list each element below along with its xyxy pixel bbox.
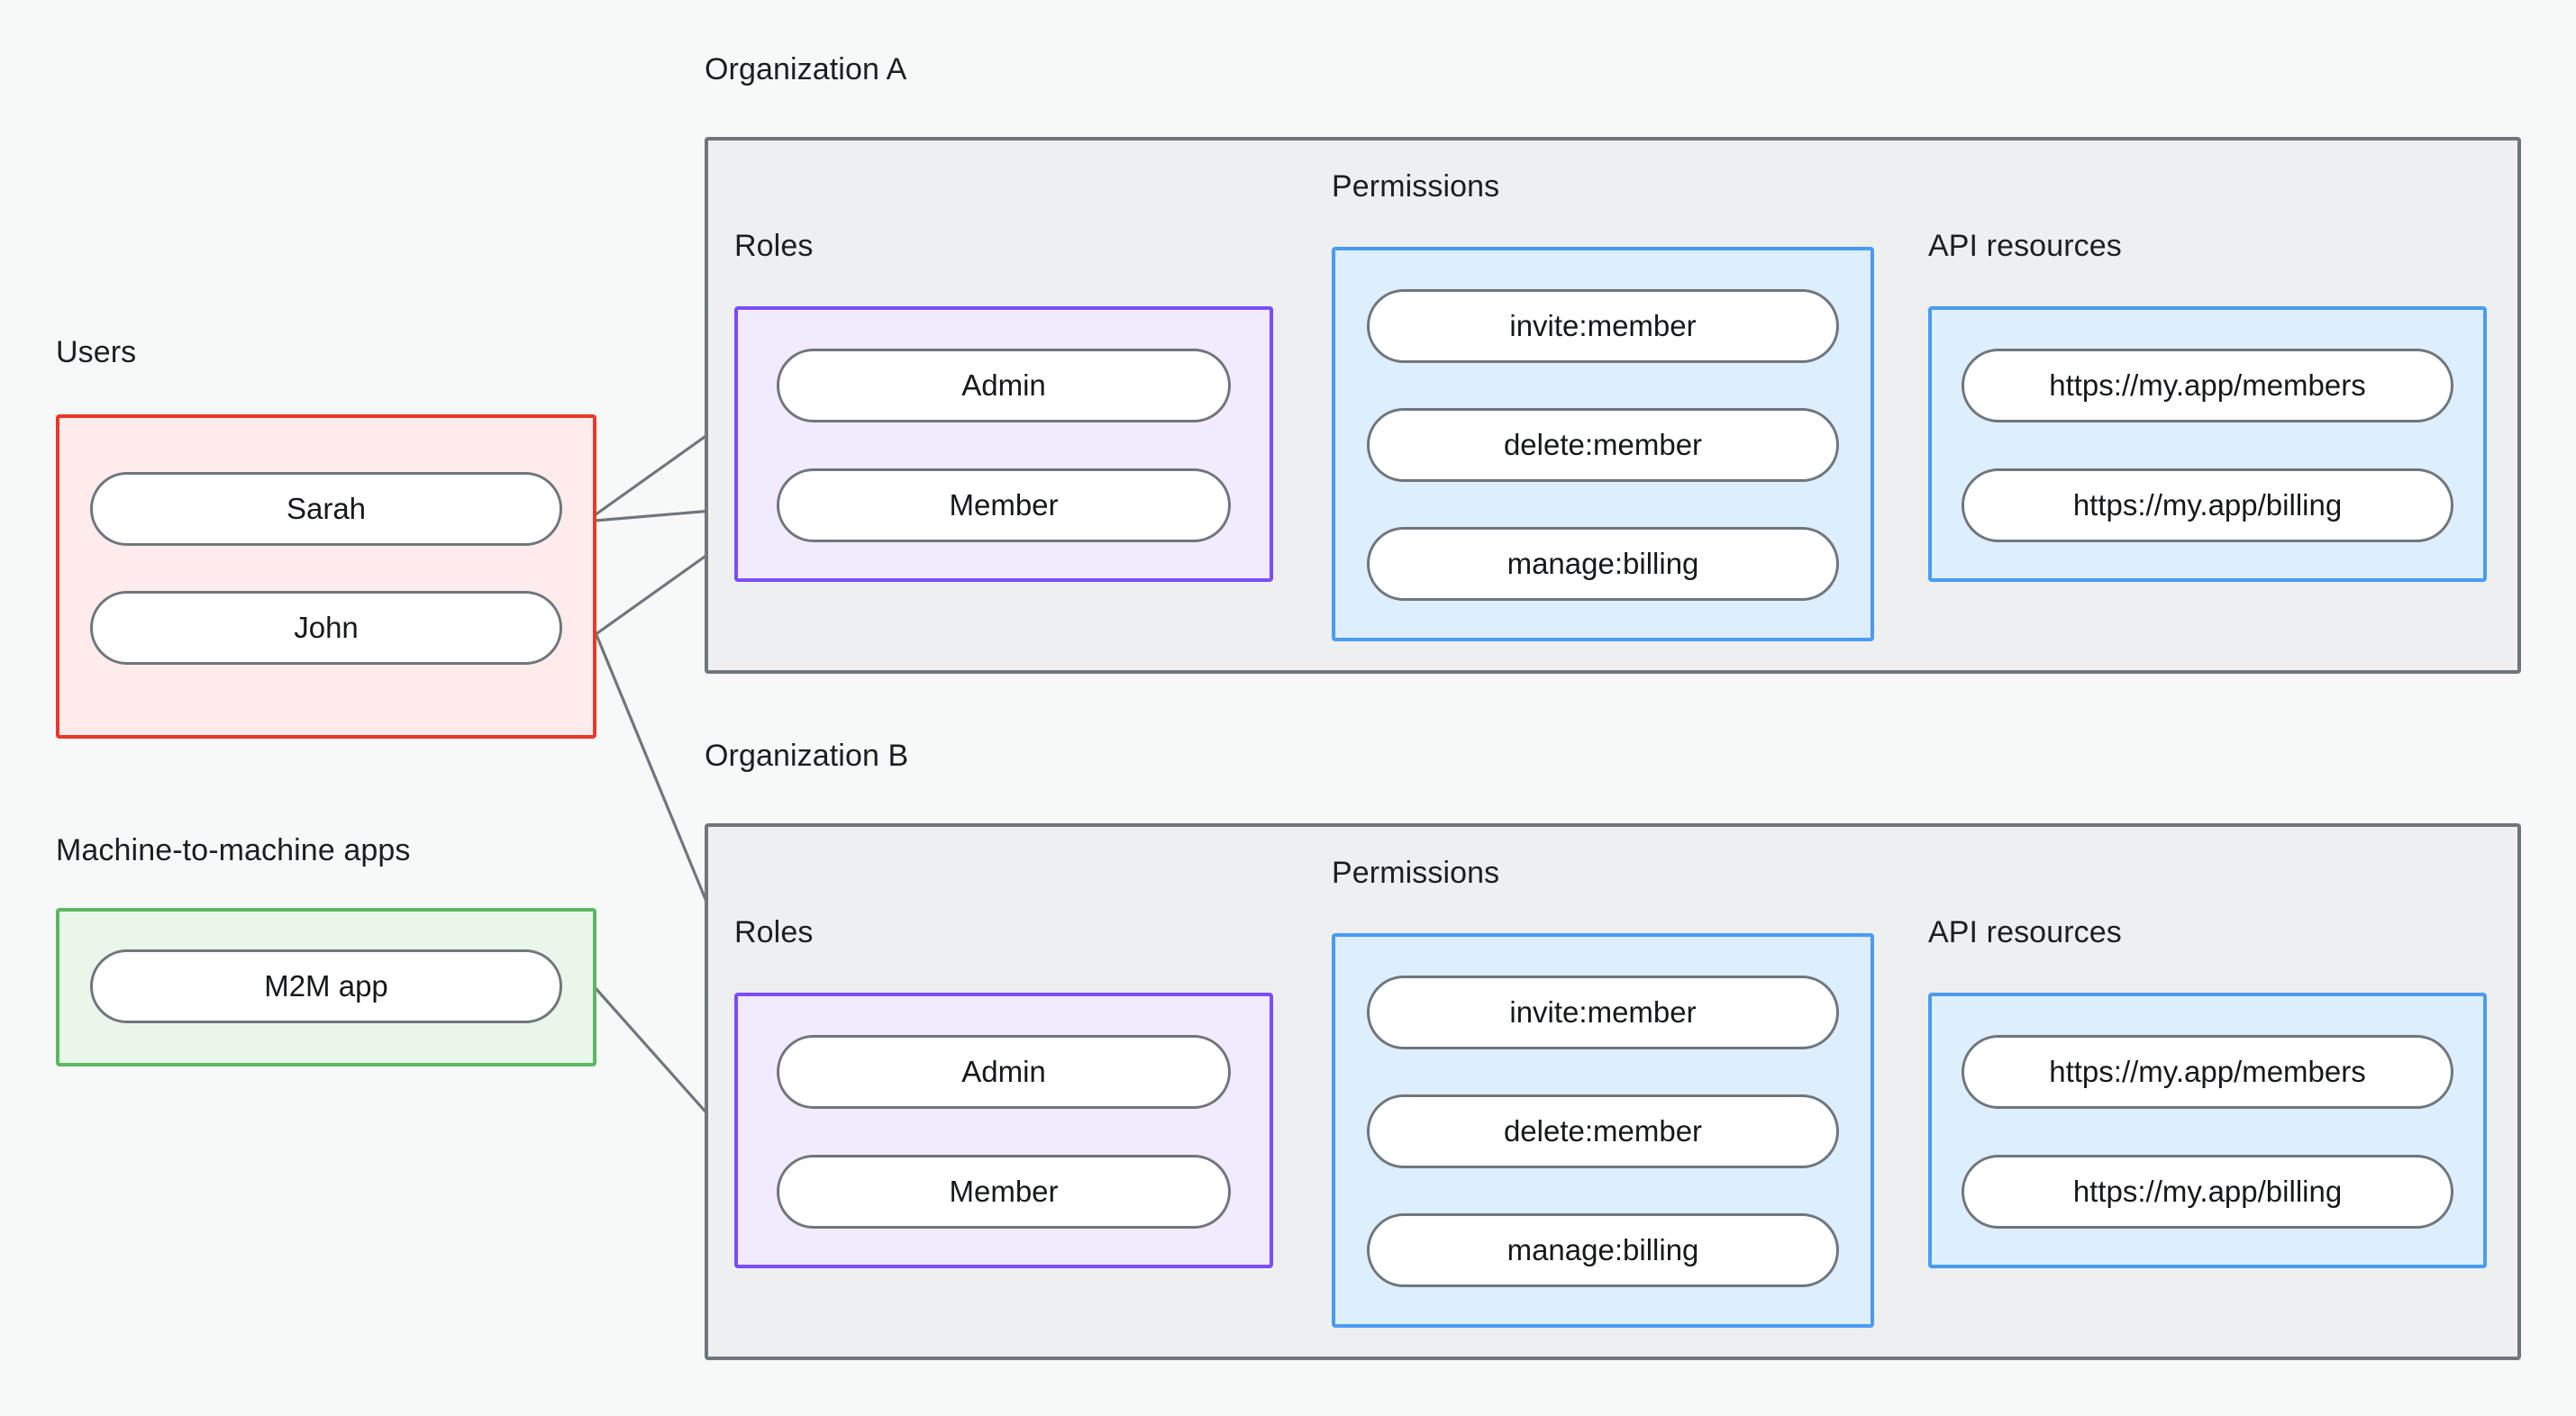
org-b-permission-invite-member[interactable]: invite:member [1367,976,1839,1049]
org-b-label: Organization B [705,739,909,773]
org-a-api-resource-members[interactable]: https://my.app/members [1962,349,2453,422]
m2m-group-label: Machine-to-machine apps [56,833,411,867]
org-b-role-member[interactable]: Member [777,1155,1231,1229]
org-a-permissions-label: Permissions [1332,169,1500,204]
org-a-role-member[interactable]: Member [777,468,1231,542]
users-group-label: Users [56,335,137,369]
org-b-permissions-label: Permissions [1332,856,1500,890]
org-a-permission-delete-member[interactable]: delete:member [1367,408,1839,482]
org-a-api-resources-label: API resources [1928,229,2122,263]
org-b-role-admin[interactable]: Admin [777,1035,1231,1109]
org-a-api-resource-billing[interactable]: https://my.app/billing [1962,468,2453,542]
users-group [56,414,596,739]
org-a-role-admin[interactable]: Admin [777,349,1231,422]
org-a-label: Organization A [705,52,907,86]
org-b-permission-manage-billing[interactable]: manage:billing [1367,1213,1839,1287]
org-b-roles-label: Roles [734,915,814,949]
org-b-permission-delete-member[interactable]: delete:member [1367,1094,1839,1168]
org-a-permission-manage-billing[interactable]: manage:billing [1367,527,1839,601]
m2m-node-app[interactable]: M2M app [90,949,562,1023]
user-node-sarah[interactable]: Sarah [90,472,562,546]
org-a-roles-label: Roles [734,229,814,263]
org-b-api-resources-label: API resources [1928,915,2122,949]
org-b-api-resource-members[interactable]: https://my.app/members [1962,1035,2453,1109]
org-a-permission-invite-member[interactable]: invite:member [1367,289,1839,363]
user-node-john[interactable]: John [90,591,562,665]
org-b-api-resource-billing[interactable]: https://my.app/billing [1962,1155,2453,1229]
